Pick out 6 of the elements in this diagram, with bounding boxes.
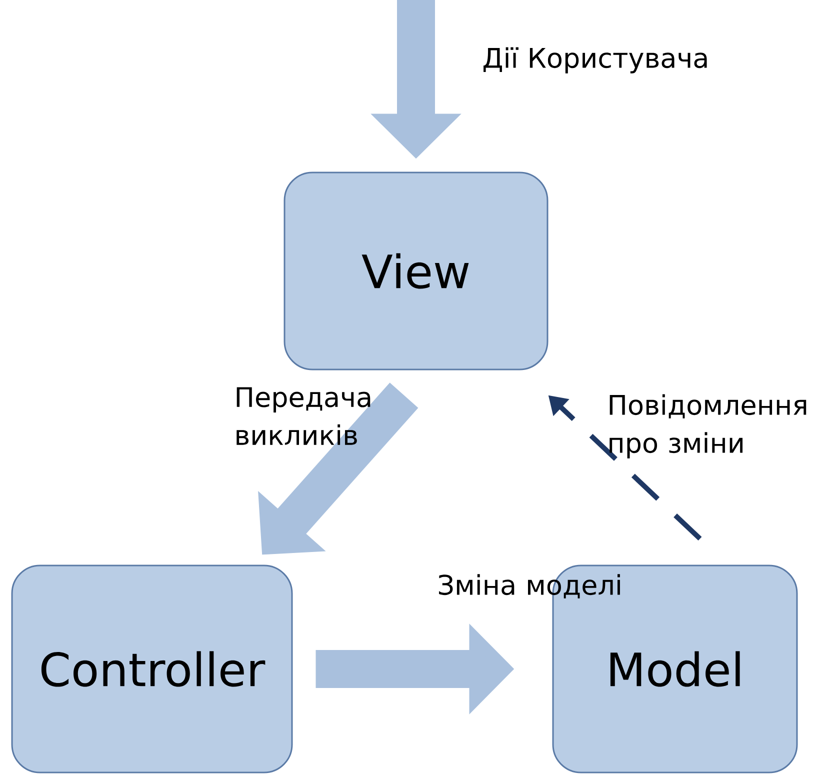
edge-label: Повідомлення про зміни (610, 394, 806, 458)
edge-label: Передача викликів (236, 387, 370, 445)
edge-label: Дії Користувача (484, 47, 707, 74)
process-box: View (284, 172, 548, 370)
edge-label: Зміна моделі (439, 574, 620, 598)
process-box: Controller (11, 564, 293, 774)
